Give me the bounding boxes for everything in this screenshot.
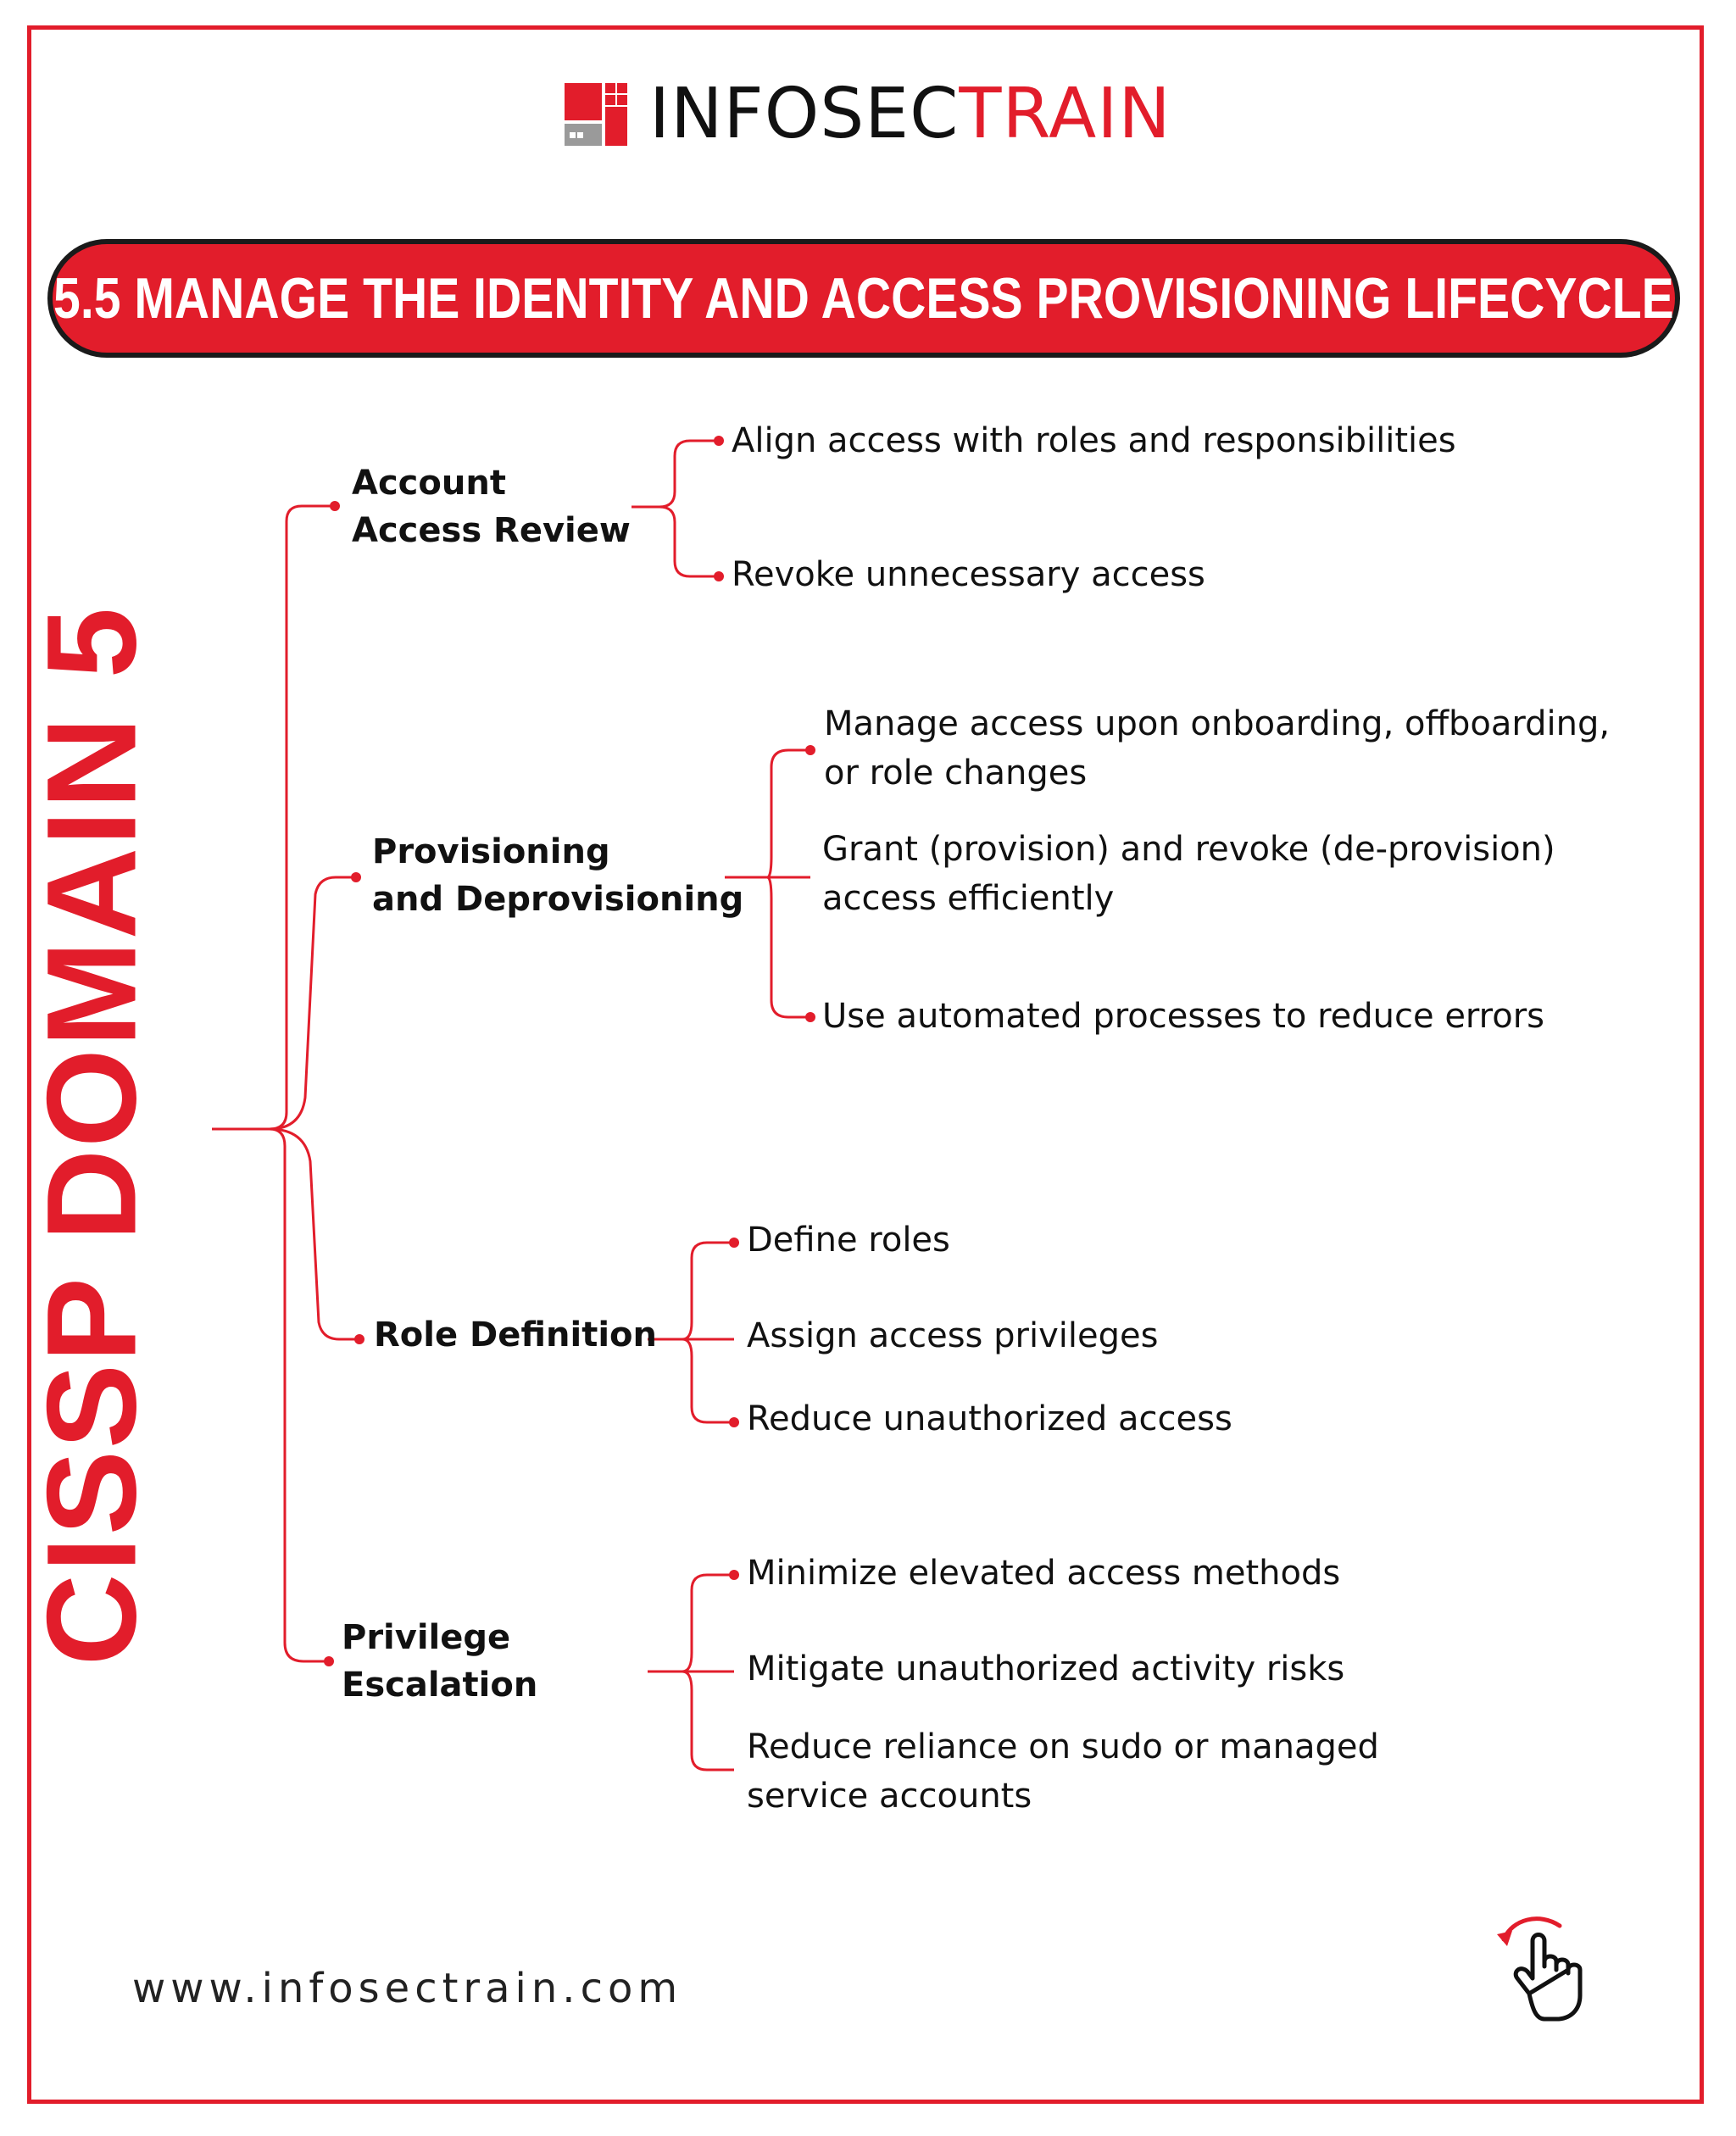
leaf-item: Grant (provision) and revoke (de-provisi… xyxy=(822,825,1555,923)
page-border xyxy=(27,25,1704,2104)
page-title: 5.5 MANAGE THE IDENTITY AND ACCESS PROVI… xyxy=(53,266,1674,331)
brand-name-part1: INFOSEC xyxy=(649,74,960,154)
branch-connector xyxy=(269,1127,359,1341)
leaf-item: Assign access privileges xyxy=(747,1311,1158,1360)
leaf-text: or role changes xyxy=(824,754,1088,793)
branch-dot xyxy=(354,1334,364,1344)
topic-label-line: Escalation xyxy=(342,1666,538,1705)
leaf-text: Reduce reliance on sudo or managed xyxy=(747,1727,1379,1766)
leaf-text: Revoke unnecessary access xyxy=(732,555,1205,594)
hand-pointer-icon xyxy=(1497,1916,1583,2022)
branch-dot xyxy=(351,872,361,882)
branch-dot xyxy=(330,501,340,511)
leaf-dot xyxy=(805,745,815,755)
leaf-item: Reduce reliance on sudo or managed servi… xyxy=(747,1722,1379,1821)
leaf-connector xyxy=(766,748,810,879)
leaf-dot xyxy=(729,1238,739,1248)
leaf-dot xyxy=(729,1417,739,1427)
topic-role-definition: Role Definition xyxy=(374,1311,657,1359)
leaf-dot xyxy=(714,571,724,581)
topic-provisioning-deprovisioning: Provisioning and Deprovisioning xyxy=(372,828,743,923)
leaf-item: Minimize elevated access methods xyxy=(747,1549,1340,1598)
leaf-connector xyxy=(766,876,810,1019)
branch-connector xyxy=(269,876,356,1131)
topic-label-line: Access Review xyxy=(352,511,631,550)
leaf-connector xyxy=(682,1338,734,1424)
topic-label-line: Privilege xyxy=(342,1618,511,1657)
leaf-connector xyxy=(682,1573,734,1673)
brand-name: INFOSECTRAIN xyxy=(649,80,1171,149)
leaf-text: Grant (provision) and revoke (de-provisi… xyxy=(822,830,1555,869)
leaf-connector xyxy=(659,505,719,578)
footer-url[interactable]: www.infosectrain.com xyxy=(132,1965,683,2012)
branch-connector xyxy=(269,1127,329,1663)
leaf-dot xyxy=(805,1012,815,1022)
topic-label-line: Account xyxy=(352,464,506,503)
infosectrain-logo-icon xyxy=(565,83,627,146)
leaf-connector xyxy=(682,1241,734,1341)
leaf-text: Minimize elevated access methods xyxy=(747,1554,1341,1593)
leaf-text: Align access with roles and responsibili… xyxy=(732,421,1456,460)
leaf-dot xyxy=(729,1570,739,1580)
leaf-text: Define roles xyxy=(747,1221,950,1260)
leaf-text: Assign access privileges xyxy=(747,1316,1159,1355)
leaf-text: Use automated processes to reduce errors xyxy=(822,997,1544,1036)
brand-logo: INFOSECTRAIN xyxy=(565,80,1171,149)
topic-account-access-review: Account Access Review xyxy=(352,459,631,554)
leaf-text: Mitigate unauthorized activity risks xyxy=(747,1649,1345,1688)
leaf-item: Define roles xyxy=(747,1215,950,1265)
topic-label-line: Provisioning xyxy=(372,832,610,871)
topic-label-line: Role Definition xyxy=(374,1316,658,1354)
leaf-item: Use automated processes to reduce errors xyxy=(822,992,1544,1041)
leaf-text: Reduce unauthorized access xyxy=(747,1399,1232,1438)
topic-label-line: and Deprovisioning xyxy=(372,880,744,919)
title-banner: 5.5 MANAGE THE IDENTITY AND ACCESS PROVI… xyxy=(47,239,1680,358)
brand-name-part2: TRAIN xyxy=(959,74,1171,154)
leaf-item: Align access with roles and responsibili… xyxy=(732,416,1456,465)
topic-privilege-escalation: Privilege Escalation xyxy=(342,1614,537,1709)
leaf-text: service accounts xyxy=(747,1777,1032,1816)
leaf-item: Revoke unnecessary access xyxy=(732,550,1205,599)
leaf-text: access efficiently xyxy=(822,879,1115,918)
leaf-item: Mitigate unauthorized activity risks xyxy=(747,1644,1344,1694)
leaf-connector xyxy=(659,439,719,509)
branch-connector xyxy=(269,504,335,1131)
leaf-text: Manage access upon onboarding, offboardi… xyxy=(824,704,1611,743)
leaf-dot xyxy=(714,436,724,446)
leaf-connector xyxy=(682,1670,734,1772)
leaf-item: Reduce unauthorized access xyxy=(747,1394,1232,1443)
leaf-item: Manage access upon onboarding, offboardi… xyxy=(824,699,1610,798)
branch-dot xyxy=(324,1656,334,1666)
